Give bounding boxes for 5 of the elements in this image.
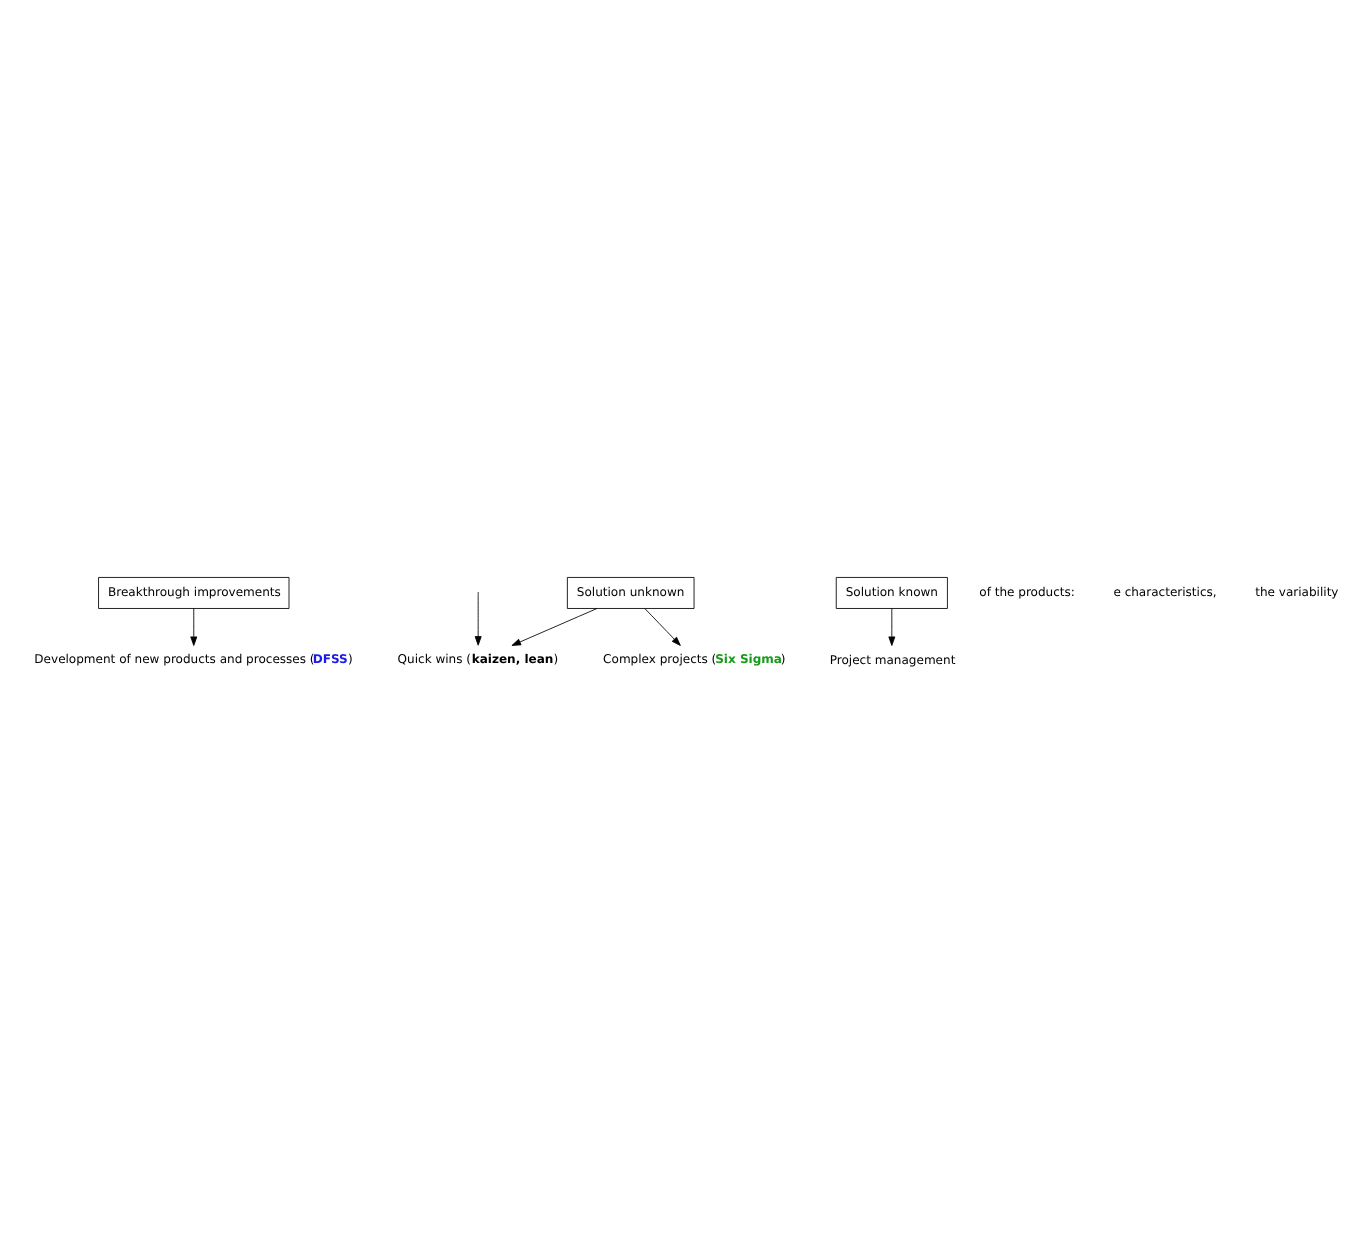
arrow [190, 608, 198, 646]
arrow [644, 608, 681, 646]
arrow [474, 593, 482, 646]
arrow [888, 608, 896, 646]
arrow [511, 608, 598, 646]
